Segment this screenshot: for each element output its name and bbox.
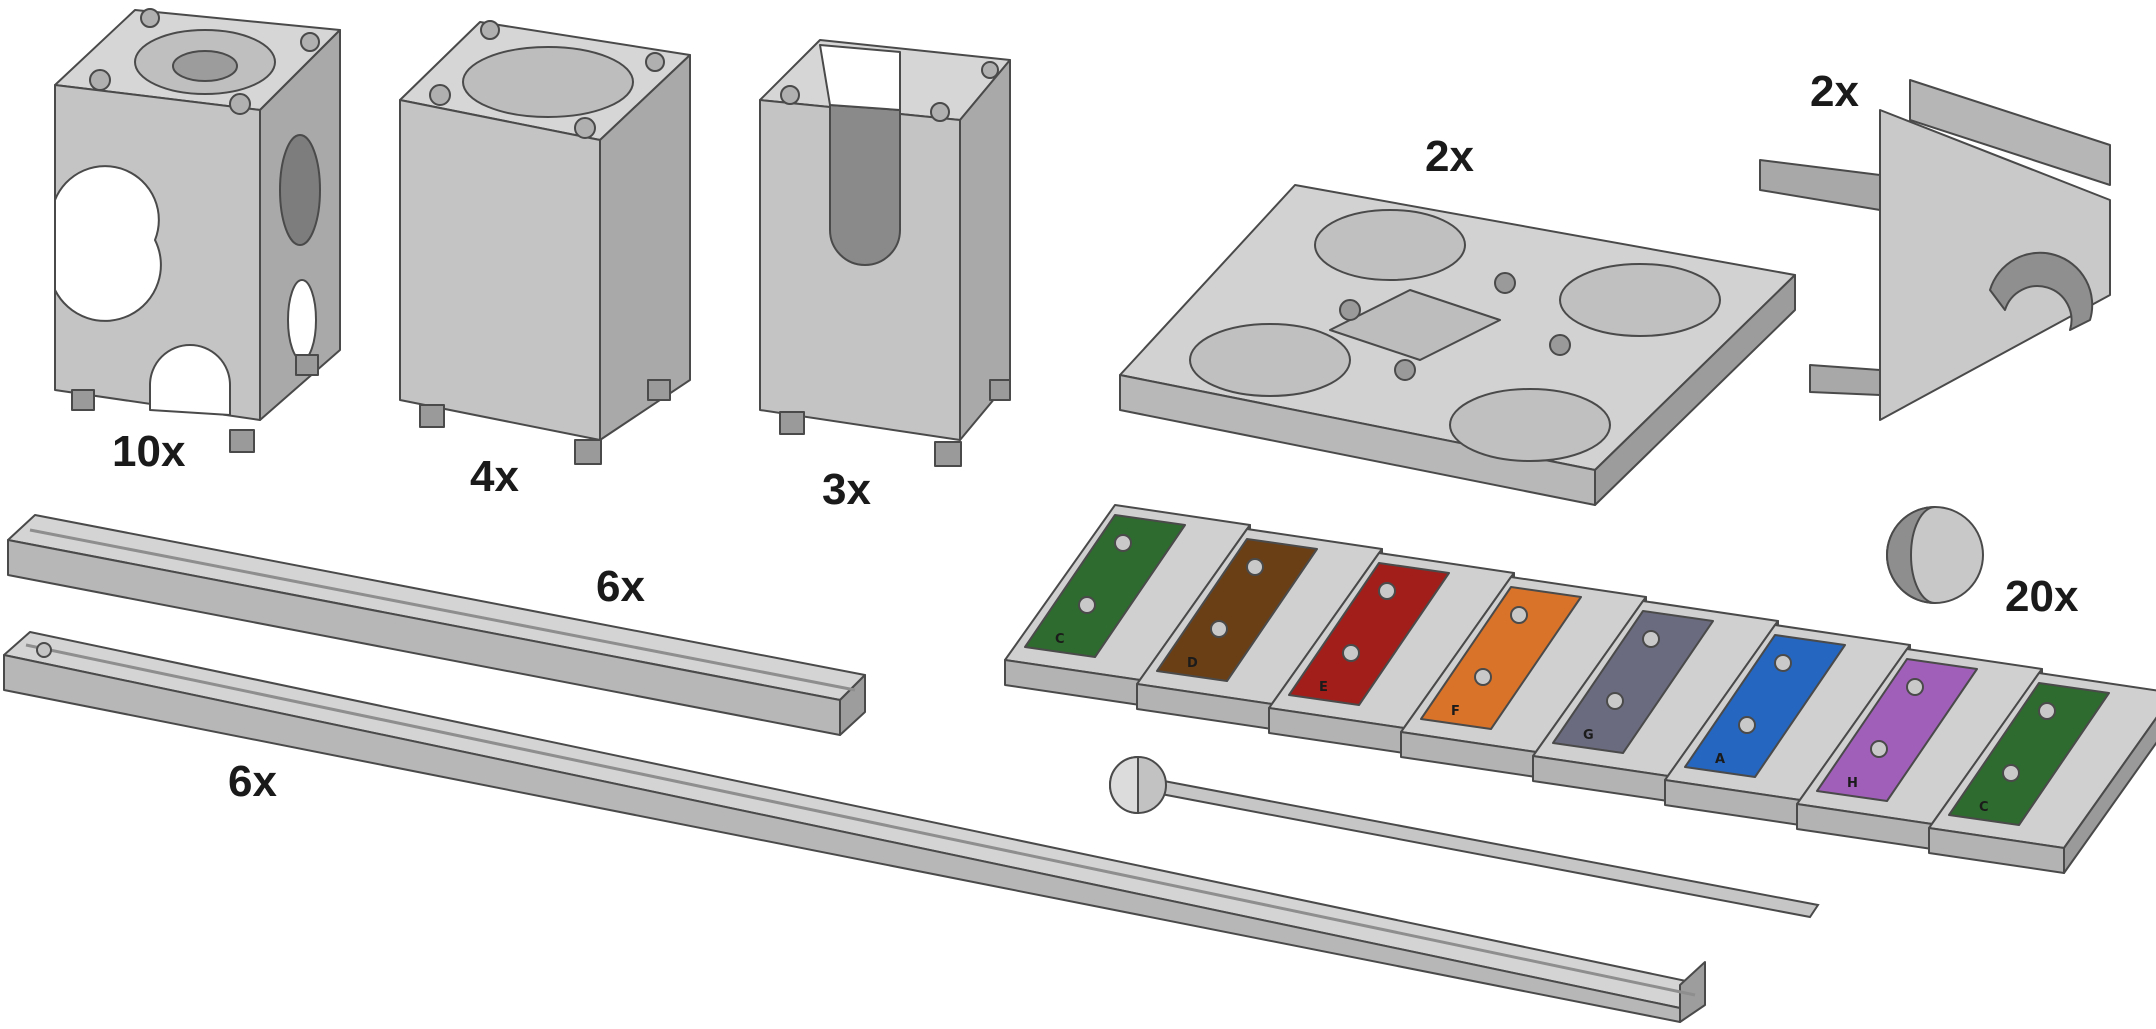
xylophone-note-label: F [1451,704,1460,719]
xylophone-note-label: E [1319,680,1328,695]
xylophone-note-label: D [1187,656,1198,671]
marble-illustration [1886,506,1984,604]
short-rail-illustration [7,514,866,736]
slotted-cube-illustration [759,39,1011,467]
qty-label-slotted-cube: 3x [822,465,871,514]
qty-label-solid-cube: 4x [470,452,519,501]
mallet-illustration [1108,755,1820,919]
xylophone-bar-8: C [1928,672,2156,874]
xylophone-note-label: G [1583,728,1594,743]
ramp-piece-illustration [1759,79,2111,421]
xylophone-note-label: C [1979,800,1989,815]
qty-label-marble: 20x [2005,572,2079,621]
long-rail-illustration [3,631,1706,1023]
qty-label-long-rail: 6x [228,757,277,806]
qty-label-short-rail: 6x [596,562,645,611]
qty-label-cube-holes: 10x [112,427,186,476]
baseplate-illustration [1119,184,1796,506]
qty-label-baseplate: 2x [1425,132,1474,181]
xylophone-bars: C D E F G A H C [1004,504,2156,874]
xylophone-note-label: A [1715,752,1725,767]
qty-label-ramp: 2x [1810,67,1859,116]
cube-with-holes-illustration [54,8,341,453]
xylophone-note-label: C [1055,632,1065,647]
xylophone-note-label: H [1847,776,1858,791]
solid-cube-illustration [399,20,691,465]
